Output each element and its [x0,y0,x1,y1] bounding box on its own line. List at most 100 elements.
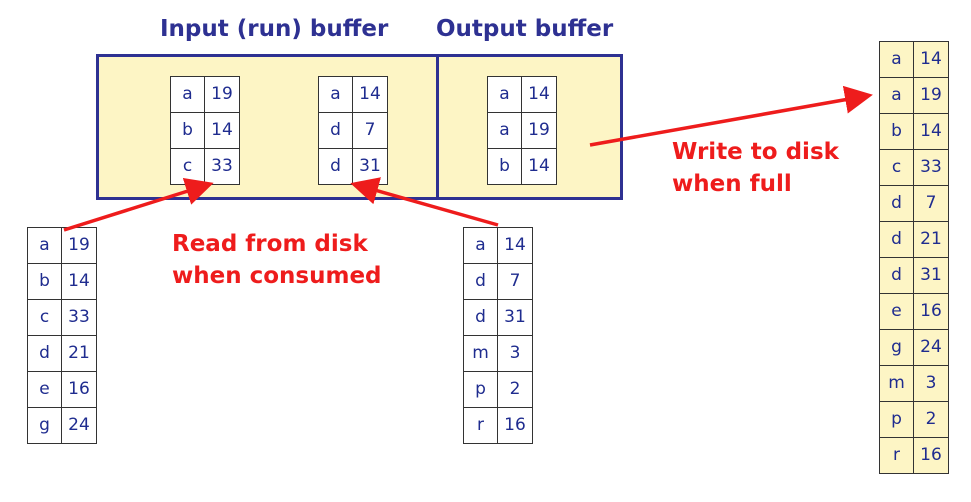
value-cell: 7 [352,112,388,149]
value-cell: 21 [913,221,949,258]
value-cell: 3 [497,335,533,372]
value-cell: 14 [352,76,388,113]
value-cell: 3 [913,365,949,402]
value-cell: 14 [204,112,240,149]
value-cell: 33 [61,299,97,336]
key-cell: d [463,299,498,336]
value-cell: 16 [497,407,533,444]
key-cell: d [879,221,914,258]
read-label-line1: Read from disk [172,231,368,257]
arrow-output-to-file [589,85,873,147]
key-cell: c [879,149,914,186]
value-cell: 14 [521,148,557,185]
value-cell: 31 [913,257,949,294]
write-label-line1: Write to disk [672,139,839,165]
value-cell: 14 [521,76,557,113]
value-cell: 31 [497,299,533,336]
key-cell: d [318,112,353,149]
key-cell: a [487,76,522,113]
key-cell: p [879,401,914,438]
arrow-run1-to-input [63,177,214,232]
value-cell: 2 [497,371,533,408]
value-cell: 2 [913,401,949,438]
value-cell: 14 [61,263,97,300]
key-cell: a [27,227,62,264]
value-cell: 21 [61,335,97,372]
value-cell: 14 [913,41,949,78]
key-cell: r [879,437,914,474]
key-cell: e [879,293,914,330]
value-cell: 19 [204,76,240,113]
value-cell: 16 [913,293,949,330]
key-cell: c [27,299,62,336]
value-cell: 19 [521,112,557,149]
key-cell: b [170,112,205,149]
value-cell: 16 [913,437,949,474]
key-cell: d [879,257,914,294]
value-cell: 14 [497,227,533,264]
value-cell: 16 [61,371,97,408]
key-cell: r [463,407,498,444]
key-cell: d [463,263,498,300]
output-buffer-title: Output buffer [436,16,614,42]
value-cell: 7 [913,185,949,222]
read-label-line2: when consumed [172,263,382,289]
key-cell: a [879,77,914,114]
key-cell: p [463,371,498,408]
key-cell: m [463,335,498,372]
value-cell: 14 [913,113,949,150]
arrow-run2-to-input [350,177,499,227]
key-cell: a [463,227,498,264]
value-cell: 19 [61,227,97,264]
write-label-line2: when full [672,171,792,197]
key-cell: d [318,148,353,185]
key-cell: b [487,148,522,185]
value-cell: 19 [913,77,949,114]
value-cell: 24 [61,407,97,444]
read-from-disk-label: Read from disk when consumed [172,228,382,292]
key-cell: g [27,407,62,444]
key-cell: m [879,365,914,402]
value-cell: 7 [497,263,533,300]
value-cell: 33 [913,149,949,186]
key-cell: a [879,41,914,78]
value-cell: 24 [913,329,949,366]
write-to-disk-label: Write to disk when full [672,136,839,200]
input-buffer-title: Input (run) buffer [160,16,389,42]
key-cell: b [879,113,914,150]
